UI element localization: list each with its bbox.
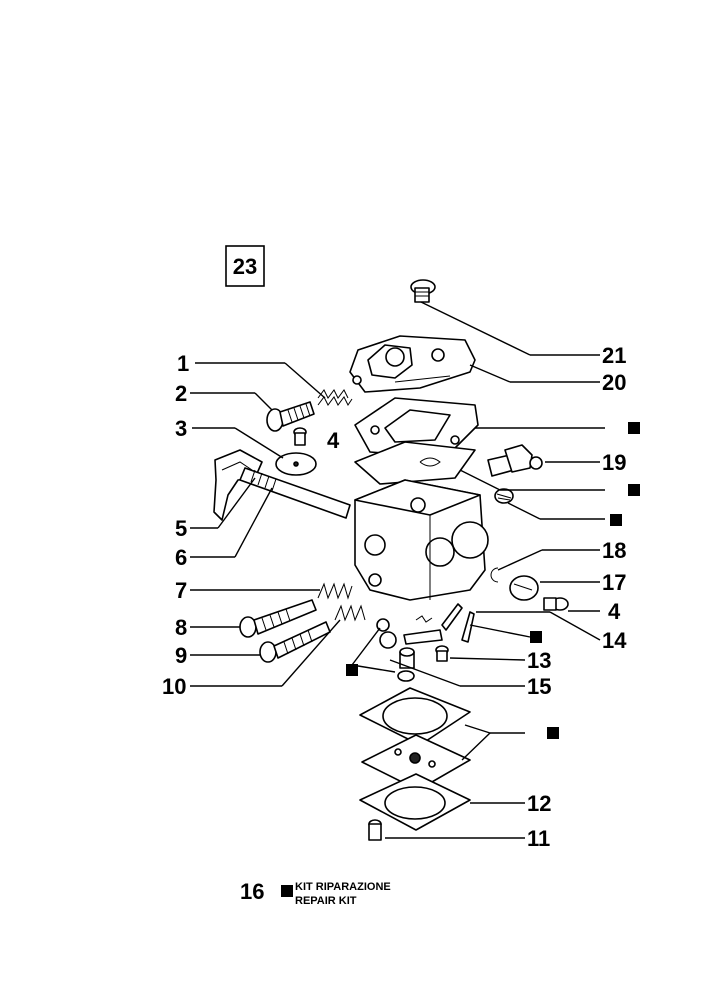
label-9: 9 xyxy=(175,643,187,668)
part-1-spring xyxy=(317,389,353,406)
label-21: 21 xyxy=(602,343,626,368)
part-small-lever xyxy=(376,615,443,649)
leader-lines xyxy=(190,301,605,839)
label-10: 10 xyxy=(162,674,186,699)
label-13: 13 xyxy=(527,648,551,673)
part-gasket-upper xyxy=(354,397,479,459)
kit-label-italian: KIT RIPARAZIONE xyxy=(295,881,391,893)
label-6: 6 xyxy=(175,545,187,570)
label-8: 8 xyxy=(175,615,187,640)
label-15: 15 xyxy=(527,674,551,699)
label-14: 14 xyxy=(602,628,627,653)
part-8-screw xyxy=(239,599,317,638)
part-4-screw-right xyxy=(543,597,569,611)
figure-number-box: 23 xyxy=(225,245,265,287)
part-5-lever xyxy=(213,449,263,521)
part-14-needle xyxy=(441,603,475,643)
part-13-screw xyxy=(435,645,449,662)
label-18: 18 xyxy=(602,538,626,563)
part-number-labels: 1 2 3 4 5 6 7 8 9 10 11 12 13 14 15 17 1… xyxy=(162,343,627,851)
part-4-screw-top xyxy=(293,427,307,446)
part-6-shaft xyxy=(239,467,351,519)
part-membrane xyxy=(354,441,476,485)
figure-number: 23 xyxy=(233,254,257,279)
part-21-screw xyxy=(410,279,436,303)
label-17: 17 xyxy=(602,570,626,595)
part-9-screw xyxy=(259,621,331,663)
part-15-valve xyxy=(397,647,415,682)
label-1: 1 xyxy=(177,351,189,376)
label-4-right: 4 xyxy=(608,599,621,624)
part-3-disc xyxy=(275,452,317,476)
kit-marker-legend xyxy=(281,885,293,897)
part-diaphragm xyxy=(361,734,471,791)
repair-kit-markers xyxy=(346,422,640,739)
part-11-screw xyxy=(368,819,382,841)
part-19-fitting xyxy=(487,444,543,477)
part-cap xyxy=(494,488,514,504)
part-18-clip xyxy=(490,567,499,583)
footer-legend: 16 KIT RIPARAZIONE REPAIR KIT xyxy=(240,879,391,907)
label-12: 12 xyxy=(527,791,551,816)
page-number: 16 xyxy=(240,879,264,904)
part-20-cover xyxy=(349,335,476,393)
part-2-screw xyxy=(266,401,315,432)
label-20: 20 xyxy=(602,370,626,395)
label-3: 3 xyxy=(175,416,187,441)
label-2: 2 xyxy=(175,381,187,406)
label-5: 5 xyxy=(175,516,187,541)
carburetor-body xyxy=(354,479,489,601)
kit-label-english: REPAIR KIT xyxy=(295,895,357,907)
label-4-top: 4 xyxy=(327,428,340,453)
part-lower-gasket xyxy=(359,687,471,746)
part-10-spring xyxy=(334,604,366,622)
label-7: 7 xyxy=(175,578,187,603)
label-11: 11 xyxy=(527,826,550,851)
part-7-spring xyxy=(317,582,353,600)
part-12-cover xyxy=(359,773,471,831)
label-19: 19 xyxy=(602,450,626,475)
part-17-cap xyxy=(509,575,539,601)
